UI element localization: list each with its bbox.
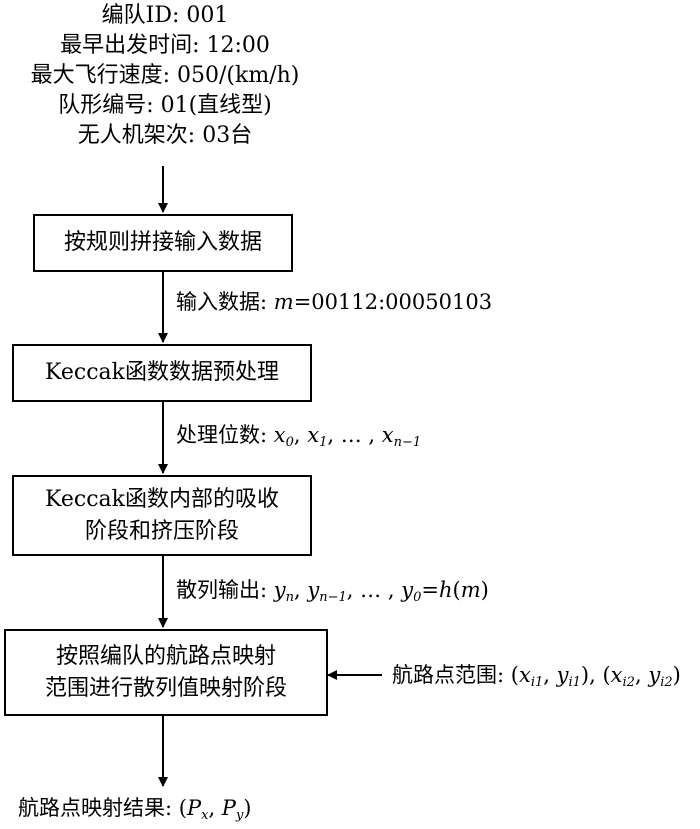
step-box-concatenate-input: 按规则拼接输入数据 bbox=[33, 214, 293, 272]
waypoint-range-formula: (xi1, yi1), (xi2, yi2) bbox=[510, 663, 681, 690]
header-line-departure-time: 最早出发时间: 12:00 bbox=[60, 33, 270, 58]
hash-output-prefix: 散列输出: bbox=[176, 578, 274, 602]
hash-output-formula: yn, yn−1, … , y0=h(m) bbox=[273, 578, 489, 605]
result-formula: (Px, Py) bbox=[178, 796, 252, 823]
edge-label-hash-output: 散列输出: yn, yn−1, … , y0=h(m) bbox=[176, 577, 489, 611]
input-data-var: m bbox=[273, 290, 294, 314]
step-box-hash-mapping: 按照编队的航路点映射 范围进行散列值映射阶段 bbox=[4, 629, 328, 716]
edge-label-waypoint-range: 航路点范围: (xi1, yi1), (xi2, yi2) bbox=[392, 662, 681, 696]
step4-label-line2: 范围进行散列值映射阶段 bbox=[44, 675, 287, 701]
step1-label: 按规则拼接输入数据 bbox=[63, 230, 262, 255]
edge-label-input-data: 输入数据: m=00112:00050103 bbox=[176, 289, 492, 315]
header-line-max-speed: 最大飞行速度: 050/(km/h) bbox=[30, 63, 300, 88]
header-line-uav-count: 无人机架次: 03台 bbox=[77, 123, 253, 148]
step-box-keccak-preprocess: Keccak函数数据预处理 bbox=[12, 344, 312, 402]
input-data-value: =00112:00050103 bbox=[293, 290, 493, 314]
input-data-prefix: 输入数据: bbox=[176, 290, 274, 314]
step-box-keccak-absorb-squeeze: Keccak函数内部的吸收 阶段和挤压阶段 bbox=[12, 475, 312, 556]
header-line-formation-id: 编队ID: 001 bbox=[101, 3, 229, 28]
step4-label-line1: 按照编队的航路点映射 bbox=[55, 643, 276, 669]
processing-bits-prefix: 处理位数: bbox=[176, 423, 274, 447]
waypoint-range-prefix: 航路点范围: bbox=[392, 663, 511, 687]
result-label-waypoint-mapping: 航路点映射结果: (Px, Py) bbox=[18, 795, 252, 829]
edge-label-processing-bits: 处理位数: x0, x1, … , xn−1 bbox=[176, 422, 421, 456]
step3-label-line1: Keccak函数内部的吸收 bbox=[45, 486, 279, 512]
step2-label: Keccak函数数据预处理 bbox=[45, 360, 279, 385]
header-line-formation-number: 队形编号: 01(直线型) bbox=[58, 93, 272, 118]
processing-bits-formula: x0, x1, … , xn−1 bbox=[273, 423, 422, 450]
result-prefix: 航路点映射结果: bbox=[18, 796, 179, 820]
step3-label-line2: 阶段和挤压阶段 bbox=[84, 518, 239, 544]
